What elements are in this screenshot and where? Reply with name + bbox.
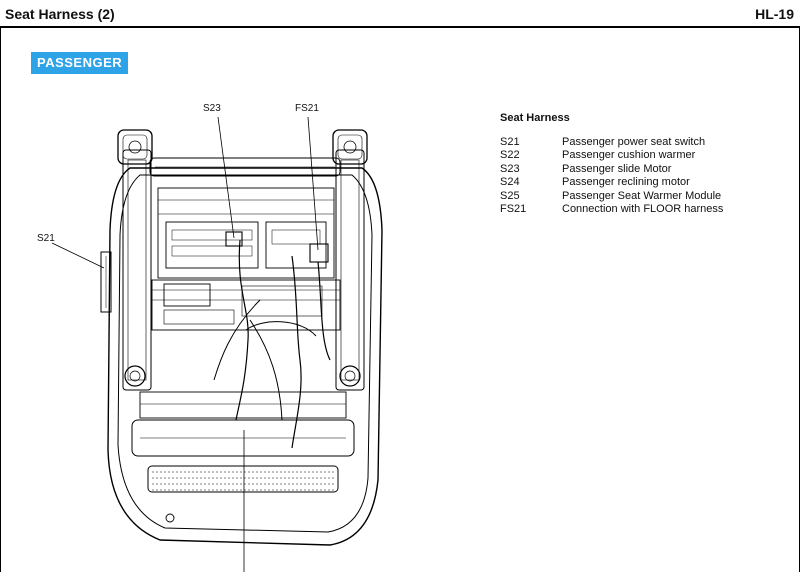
- seat-outer-outline: [107, 167, 383, 546]
- harness-wire-5: [213, 299, 261, 381]
- legend-desc: Passenger Seat Warmer Module: [562, 189, 722, 202]
- legend-code: S23: [500, 162, 520, 175]
- left-rail: [122, 149, 152, 391]
- left-bottom-knob: [124, 365, 146, 387]
- legend-row: S22 Passenger cushion warmer: [500, 149, 723, 162]
- s21-switch-block: [100, 251, 112, 313]
- legend-row: S21 Passenger power seat switch: [500, 136, 723, 149]
- fs21-leader: [307, 116, 319, 251]
- s23-connector: [225, 231, 243, 247]
- legend-desc: Connection with FLOOR harness: [562, 202, 724, 215]
- harness-loop: [245, 321, 317, 337]
- seat-inner-outline: [117, 174, 373, 533]
- warmer-module: [163, 283, 211, 307]
- frame-left-border: [0, 26, 1, 572]
- legend-code: FS21: [500, 202, 527, 215]
- s23-leader: [217, 116, 235, 239]
- header-rule: [0, 26, 800, 28]
- harness-wire-4: [249, 319, 283, 421]
- front-bolt: [165, 513, 175, 523]
- harness-wire-1: [235, 239, 249, 421]
- legend-table: Seat Harness S21 Passenger power seat sw…: [500, 112, 723, 216]
- right-bottom-knob: [339, 365, 361, 387]
- callout-s21: S21: [37, 233, 55, 244]
- callout-fs21: FS21: [295, 103, 319, 114]
- legend-row: FS21 Connection with FLOOR harness: [500, 203, 723, 216]
- slide-motor: [165, 221, 259, 269]
- legend-row: S24 Passenger reclining motor: [500, 176, 723, 189]
- page-code: HL-19: [755, 6, 794, 22]
- upper-frame: [157, 187, 335, 279]
- legend-desc: Passenger reclining motor: [562, 176, 690, 189]
- legend-code: S21: [500, 136, 520, 148]
- front-grille: [147, 465, 339, 493]
- legend-title: Seat Harness: [500, 112, 570, 124]
- callout-s23: S23: [203, 103, 221, 114]
- page-title: Seat Harness (2): [5, 6, 115, 22]
- legend-desc: Passenger slide Motor: [562, 162, 672, 175]
- lower-frame: [139, 391, 347, 419]
- s21-leader: [51, 242, 105, 269]
- right-top-knob: [332, 129, 368, 165]
- passenger-badge: PASSENGER: [31, 52, 129, 74]
- legend-code: S25: [500, 189, 520, 202]
- legend-code: S22: [500, 149, 520, 162]
- recline-motor: [265, 221, 327, 269]
- legend-row: S25 Passenger Seat Warmer Module: [500, 190, 723, 203]
- harness-wire-2: [291, 255, 302, 449]
- legend-desc: Passenger power seat switch: [562, 136, 706, 148]
- grille-texture: [152, 471, 334, 491]
- legend-desc: Passenger cushion warmer: [562, 149, 696, 162]
- left-top-knob: [117, 129, 153, 165]
- harness-wire-3: [317, 261, 331, 361]
- legend-row: S23 Passenger slide Motor: [500, 163, 723, 176]
- fs21-connector: [309, 243, 329, 263]
- seat-back-top-bar: [149, 157, 341, 177]
- middle-frame: [151, 279, 341, 331]
- legend-code: S24: [500, 176, 520, 189]
- cushion-base: [131, 419, 355, 457]
- page-header: Seat Harness (2) HL-19: [0, 0, 800, 26]
- right-rail: [335, 149, 365, 391]
